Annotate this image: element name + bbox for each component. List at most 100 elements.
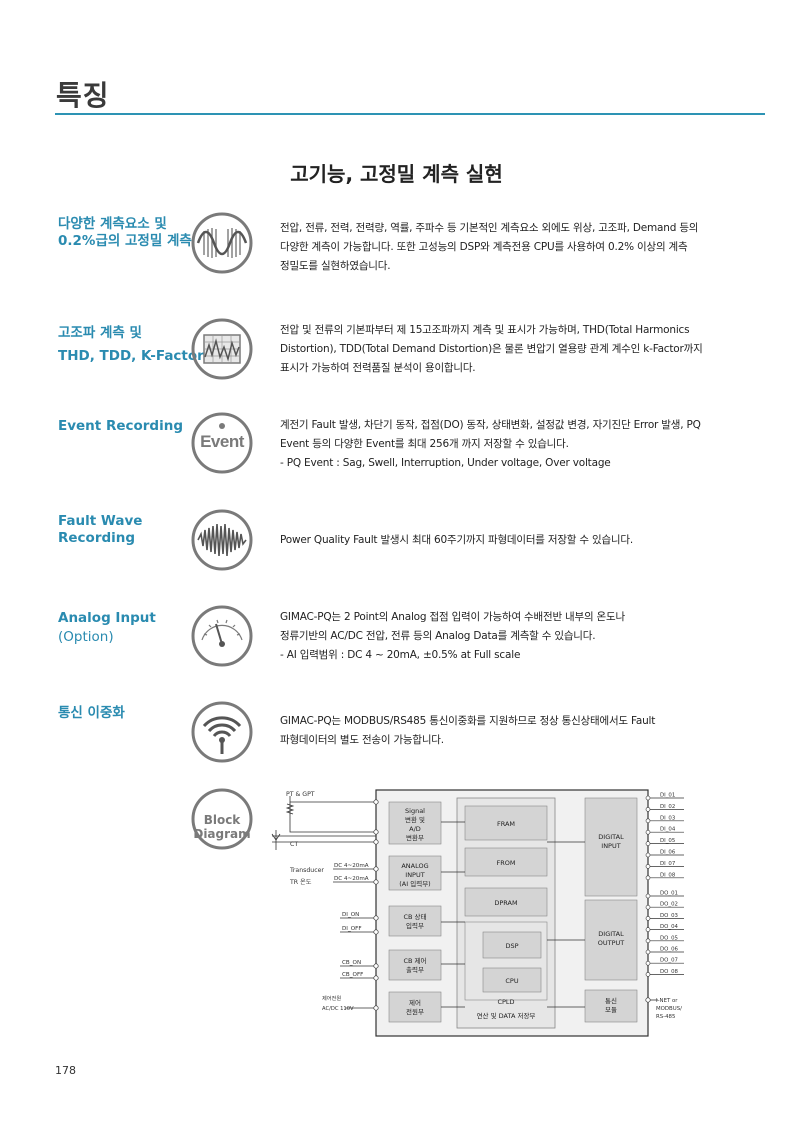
page-number: 178 — [55, 1064, 76, 1077]
feature-title-fault-wave: Fault Wave Recording — [58, 513, 143, 546]
digital-output-block — [584, 899, 638, 981]
digital-output-line-2: OUTPUT — [598, 939, 625, 947]
cpu-block — [482, 967, 542, 993]
di-label: DI_03 — [660, 815, 675, 821]
event-icon: Event — [190, 411, 254, 475]
tr-temp-label: TR 온도 — [289, 879, 312, 886]
processing-group — [464, 921, 548, 1001]
from-block — [464, 847, 548, 877]
di-off-label: DI_OFF — [342, 926, 362, 932]
analog-line-1: ANALOG — [401, 862, 428, 870]
dc-input-1-label: DC 4~20mA — [334, 863, 369, 869]
section-headline: 고기능, 고정밀 계측 실현 — [290, 162, 503, 186]
wireless-signal-icon — [191, 701, 253, 763]
feature-desc-event: 계전기 Fault 발생, 차단기 동작, 접점(DO) 동작, 상태변화, 설… — [280, 419, 701, 469]
feature-desc-fault-wave: Power Quality Fault 발생시 최대 60주기까지 파형데이터를… — [280, 534, 633, 546]
cb-input-block — [388, 905, 442, 937]
do-label: DO_07 — [660, 958, 678, 964]
di-terminal — [645, 841, 651, 846]
feature-desc-precision: 전압, 전류, 전력, 전력량, 역률, 주파수 등 기본적인 계측요소 외에도… — [280, 222, 699, 272]
badge-line-1: Block — [204, 813, 242, 827]
cb-output-line-2: 출력부 — [406, 965, 424, 974]
di-terminal — [645, 829, 651, 835]
feature-title-event: Event Recording — [58, 418, 183, 434]
digital-output-line-1: DIGITAL — [598, 930, 624, 938]
cb-input-line-1: CB 상태 — [403, 912, 426, 921]
cpld-label: CPLD — [497, 998, 514, 1006]
do-terminal — [645, 972, 651, 977]
dpram-block — [464, 887, 548, 917]
from-label: FROM — [497, 859, 516, 867]
do-label: DO_01 — [660, 891, 678, 897]
cb-off-label: CB_OFF — [342, 972, 363, 978]
analog-block — [388, 855, 442, 891]
feature-title-precision: 다양한 계측요소 및 0.2%급의 고정밀 계측 — [58, 216, 192, 249]
comm-line-2: 모듈 — [605, 1006, 617, 1014]
cb-output-block — [388, 949, 442, 981]
event-icon-label: Event — [200, 432, 244, 451]
di-terminal — [645, 864, 651, 869]
waveform-measurement-icon — [191, 212, 253, 274]
cpu-label: CPU — [505, 977, 518, 985]
feature-desc-analog: GIMAC-PQ는 2 Point의 Analog 접점 입력이 가능하여 수배… — [280, 611, 625, 661]
do-label: DO_06 — [660, 947, 679, 953]
do-terminal — [645, 938, 651, 944]
do-terminal — [645, 960, 651, 966]
do-label: DO_02 — [660, 902, 678, 908]
cb-on-label: CB_ON — [342, 960, 361, 966]
signal-block — [388, 801, 442, 845]
di-label: DI_07 — [660, 861, 675, 867]
di-terminal — [645, 795, 651, 801]
signal-line-4: 변환부 — [406, 833, 424, 842]
di-terminal — [645, 818, 651, 824]
page-title: 특징 — [56, 79, 110, 112]
do-terminal — [645, 927, 651, 932]
di-label: DI_05 — [660, 838, 675, 844]
comm-out-line-1: I-NET or — [656, 998, 678, 1004]
fram-block — [464, 805, 548, 841]
comm-line-1: 통신 — [605, 996, 617, 1005]
block-diagram-badge: Block Diagram — [191, 788, 253, 850]
fault-wave-icon — [191, 509, 253, 571]
title-divider — [55, 113, 765, 115]
dc-input-2-label: DC 4~20mA — [334, 876, 369, 882]
do-terminal — [645, 904, 651, 910]
di-label: DI_01 — [660, 793, 675, 799]
feature-title-analog: Analog Input (Option) — [58, 610, 156, 645]
analog-line-3: (AI 입력부) — [399, 880, 430, 888]
do-label: DO_04 — [660, 924, 679, 930]
di-terminal — [645, 807, 651, 812]
signal-line-1: Signal — [405, 807, 425, 815]
digital-input-line-1: DIGITAL — [598, 833, 624, 841]
dpram-label: DPRAM — [494, 899, 517, 907]
do-terminal — [645, 916, 651, 921]
di-on-label: DI_ON — [342, 912, 359, 918]
control-power-block — [388, 991, 442, 1023]
di-label: DI_08 — [660, 872, 676, 878]
di-terminal — [645, 875, 651, 881]
cb-output-line-1: CB 제어 — [403, 956, 426, 965]
control-power-line-1: 제어 — [409, 998, 421, 1007]
do-terminal — [645, 949, 651, 955]
signal-line-2: 변환 및 — [405, 815, 425, 824]
cb-input-line-2: 입력부 — [406, 922, 424, 930]
comm-out-line-3: RS-485 — [656, 1014, 675, 1020]
analog-gauge-icon — [191, 605, 253, 667]
digital-input-block — [584, 797, 638, 897]
harmonics-chart-icon — [191, 318, 253, 380]
digital-input-line-2: INPUT — [601, 842, 620, 850]
di-label: DI_04 — [660, 827, 676, 833]
di-label: DI_06 — [660, 850, 676, 856]
feature-title-harmonics: 고조파 계측 및 THD, TDD, K-Factor — [58, 325, 204, 364]
dsp-label: DSP — [505, 942, 518, 950]
fram-label: FRAM — [497, 820, 515, 828]
event-icon-ring — [191, 412, 253, 474]
comm-out-line-2: MODBUS/ — [656, 1006, 682, 1012]
ct-label: CT — [290, 841, 298, 848]
transducer-label: Transducer — [289, 867, 324, 874]
power-line-1: 제어전원 — [322, 994, 341, 1002]
badge-line-2: Diagram — [193, 827, 250, 841]
feature-title-comm: 통신 이중화 — [58, 705, 125, 721]
